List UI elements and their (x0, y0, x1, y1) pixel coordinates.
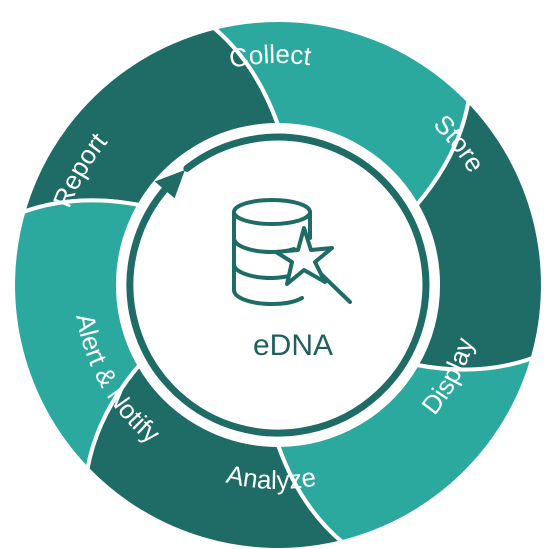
cycle-arrow-line (126, 133, 430, 437)
cycle-arrow (126, 133, 430, 437)
segment-label-collect: Collect (227, 39, 314, 74)
database-sparkle-icon (232, 198, 352, 306)
segment-report (11, 198, 143, 474)
center-label: eDNA (253, 329, 333, 362)
cycle-arrow-head-icon (154, 170, 185, 199)
